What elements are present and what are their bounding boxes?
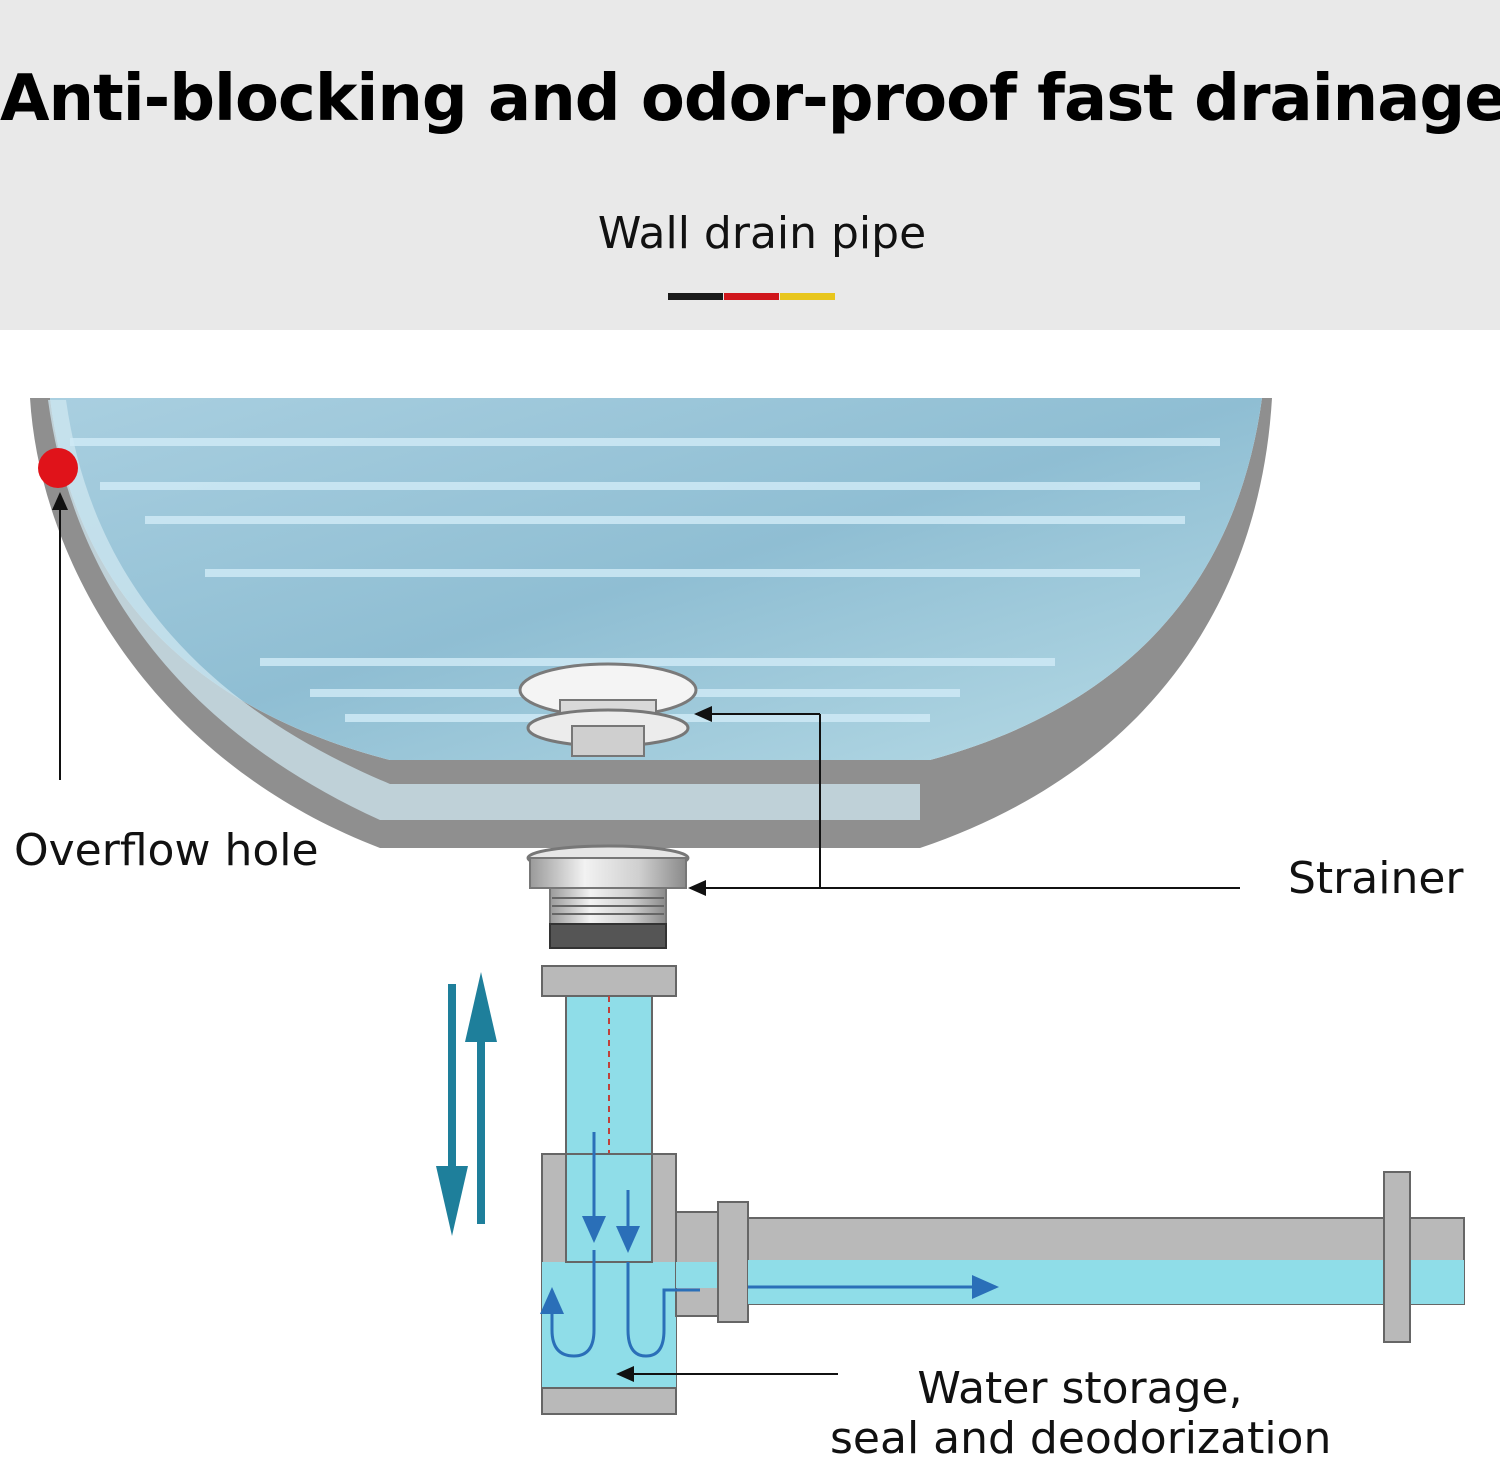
drain-plug <box>518 662 698 757</box>
page-title: Anti-blocking and odor-proof fast draina… <box>0 62 1500 136</box>
accent-bar-yellow <box>780 293 835 300</box>
water-storage-label: Water storage, seal and deodorization <box>830 1363 1332 1465</box>
water-storage-label-line1: Water storage, <box>917 1363 1243 1414</box>
bottle-trap <box>541 1153 677 1415</box>
page-subtitle: Wall drain pipe <box>597 208 927 259</box>
vertical-pipe <box>541 965 677 1350</box>
water-storage-label-line2: seal and deodorization <box>830 1413 1332 1465</box>
accent-bar-black <box>668 293 723 300</box>
overflow-hole-label: Overflow hole <box>14 825 319 876</box>
water-flow-arrows <box>540 1132 999 1358</box>
accent-bar-red <box>724 293 779 300</box>
header-banner: Anti-blocking and odor-proof fast draina… <box>0 0 1500 330</box>
direction-arrows <box>436 972 497 1236</box>
strainer-label: Strainer <box>1288 853 1464 904</box>
basin <box>30 398 1272 848</box>
wall-pipe <box>675 1171 1465 1343</box>
callout-lines <box>52 492 1240 1382</box>
strainer-body <box>526 844 690 949</box>
overflow-hole-marker <box>38 448 78 488</box>
